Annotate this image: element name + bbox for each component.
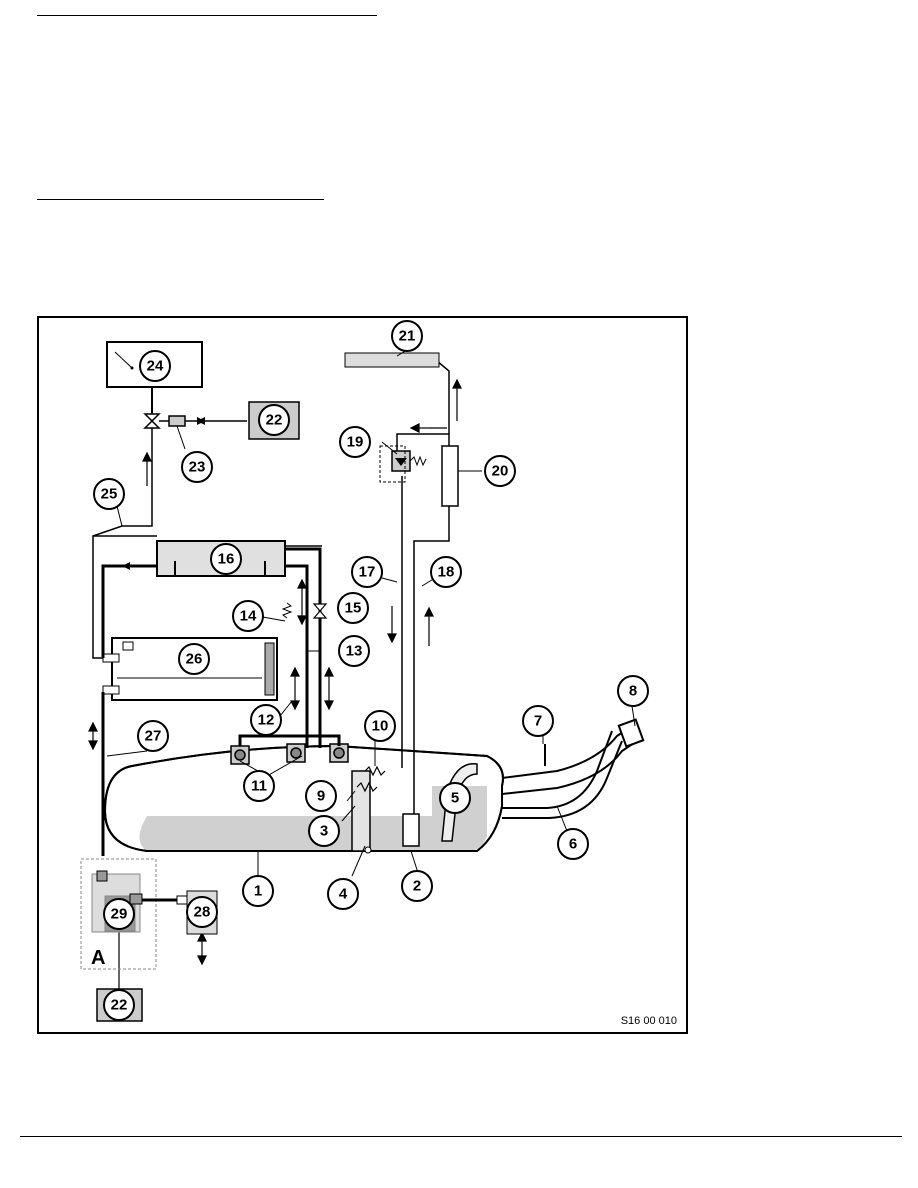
section-a-box <box>80 858 157 970</box>
callout-14-label: 14 <box>240 608 257 625</box>
callout-29-label: 29 <box>111 906 128 923</box>
callout-6-label: 6 <box>569 836 577 853</box>
footer-rule <box>20 1136 902 1137</box>
callout-19 <box>339 426 371 458</box>
callout-2 <box>401 870 433 902</box>
callout-25 <box>93 478 125 510</box>
valve-15 <box>312 603 328 619</box>
header-rule-second <box>37 199 324 200</box>
callout-20-label: 20 <box>492 463 509 480</box>
callout-26-label: 26 <box>186 651 203 668</box>
callout-16 <box>210 543 242 575</box>
callout-8-label: 8 <box>629 683 637 700</box>
callout-23 <box>181 451 213 483</box>
callout-18 <box>430 556 462 588</box>
check-valve-14 <box>281 602 293 619</box>
diagram-code: S16 00 010 <box>621 1015 677 1027</box>
callout-1 <box>242 875 274 907</box>
callout-4 <box>327 878 359 910</box>
callout-20 <box>484 455 516 487</box>
spring-10 <box>364 765 386 777</box>
callout-8 <box>617 675 649 707</box>
callout-11 <box>243 770 275 802</box>
callout-1-label: 1 <box>254 883 262 900</box>
section-letter: A <box>91 947 105 969</box>
callout-13 <box>338 635 370 667</box>
callout-5-label: 5 <box>451 790 459 807</box>
fuel-system-diagram: 1 2 3 4 5 6 7 8 9 10 11 12 13 14 15 16 1… <box>37 316 688 1034</box>
callout-5 <box>439 782 471 814</box>
leader-lines <box>106 349 636 877</box>
callout-7 <box>522 705 554 737</box>
callout-10 <box>364 710 396 742</box>
fuel-pump-check-valve <box>364 846 372 854</box>
spring-9 <box>356 781 378 793</box>
callout-14 <box>232 600 264 632</box>
callout-9-label: 9 <box>317 788 325 805</box>
callout-15 <box>337 592 369 624</box>
fuel-level-sensor <box>402 813 420 847</box>
purge-valve-actuator <box>168 415 186 427</box>
callout-23-label: 23 <box>189 459 206 476</box>
fuel-rail <box>344 352 440 368</box>
callout-24 <box>139 350 171 382</box>
fuel-lines <box>396 360 450 814</box>
callout-26 <box>178 643 210 675</box>
callout-3-label: 3 <box>320 823 328 840</box>
tank-vent-valves <box>230 743 349 765</box>
vent-lines-thin <box>92 416 322 659</box>
callout-22-bottom-label: 22 <box>111 997 128 1014</box>
callout-2-label: 2 <box>413 878 421 895</box>
callout-22-top-label: 22 <box>266 412 283 429</box>
callouts <box>93 320 649 1021</box>
callout-22-top <box>258 404 290 436</box>
purge-valve <box>143 413 161 429</box>
callout-3 <box>308 815 340 847</box>
callout-29 <box>103 898 135 930</box>
callout-11-label: 11 <box>251 778 267 795</box>
fuel-filter <box>441 445 459 507</box>
callout-17-label: 17 <box>359 564 376 581</box>
callout-10-label: 10 <box>372 718 389 735</box>
callout-13-label: 13 <box>346 643 363 660</box>
callout-24-label: 24 <box>147 358 164 375</box>
callout-25-label: 25 <box>101 486 118 503</box>
callout-28-label: 28 <box>194 904 211 921</box>
flow-arrow-16 <box>122 562 130 570</box>
callout-16-label: 16 <box>218 551 235 568</box>
callout-15-label: 15 <box>345 600 362 617</box>
callout-17 <box>351 556 383 588</box>
filler-neck <box>501 718 645 819</box>
callout-6 <box>557 828 589 860</box>
callout-22-bottom <box>103 989 135 1021</box>
callout-labels: 1 2 3 4 5 6 7 8 9 10 11 12 13 14 15 16 1… <box>101 328 638 1014</box>
callout-18-label: 18 <box>438 564 455 581</box>
callout-4-label: 4 <box>339 886 348 903</box>
callout-21-label: 21 <box>399 328 416 345</box>
callout-28 <box>186 896 218 928</box>
header-rule-top <box>37 15 377 16</box>
callout-27-label: 27 <box>145 728 162 745</box>
callout-19-label: 19 <box>347 434 364 451</box>
callout-27 <box>137 720 169 752</box>
callout-12-label: 12 <box>258 712 275 729</box>
callout-12 <box>250 704 282 736</box>
callout-21 <box>391 320 423 352</box>
callout-9 <box>305 780 337 812</box>
callout-7-label: 7 <box>534 713 542 730</box>
